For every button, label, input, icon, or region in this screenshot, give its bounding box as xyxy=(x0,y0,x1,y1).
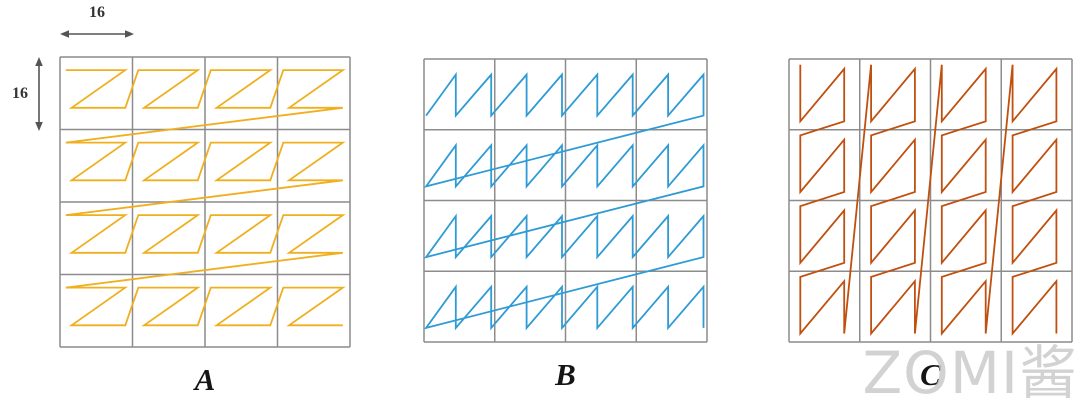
scan-grid-C xyxy=(788,58,1073,343)
horizontal-double-arrow-icon xyxy=(60,30,134,38)
cell-height-value: 16 xyxy=(12,85,28,102)
vertical-double-arrow-icon xyxy=(35,57,43,131)
scan-grid-B xyxy=(423,58,708,343)
watermark-text: ZOMI酱 xyxy=(862,339,1078,402)
cell-height-dimension: 16 xyxy=(12,57,44,131)
panel-A-label: A xyxy=(194,362,216,397)
cell-width-value: 16 xyxy=(89,4,105,21)
cell-width-dimension: 16 xyxy=(60,4,134,39)
panel-C: C xyxy=(788,58,1073,393)
panel-A: A xyxy=(59,56,351,398)
panel-B-label: B xyxy=(555,357,576,392)
panel-B: B xyxy=(423,58,708,393)
scan-grid-A xyxy=(59,56,351,348)
panel-C-label: C xyxy=(920,357,941,392)
